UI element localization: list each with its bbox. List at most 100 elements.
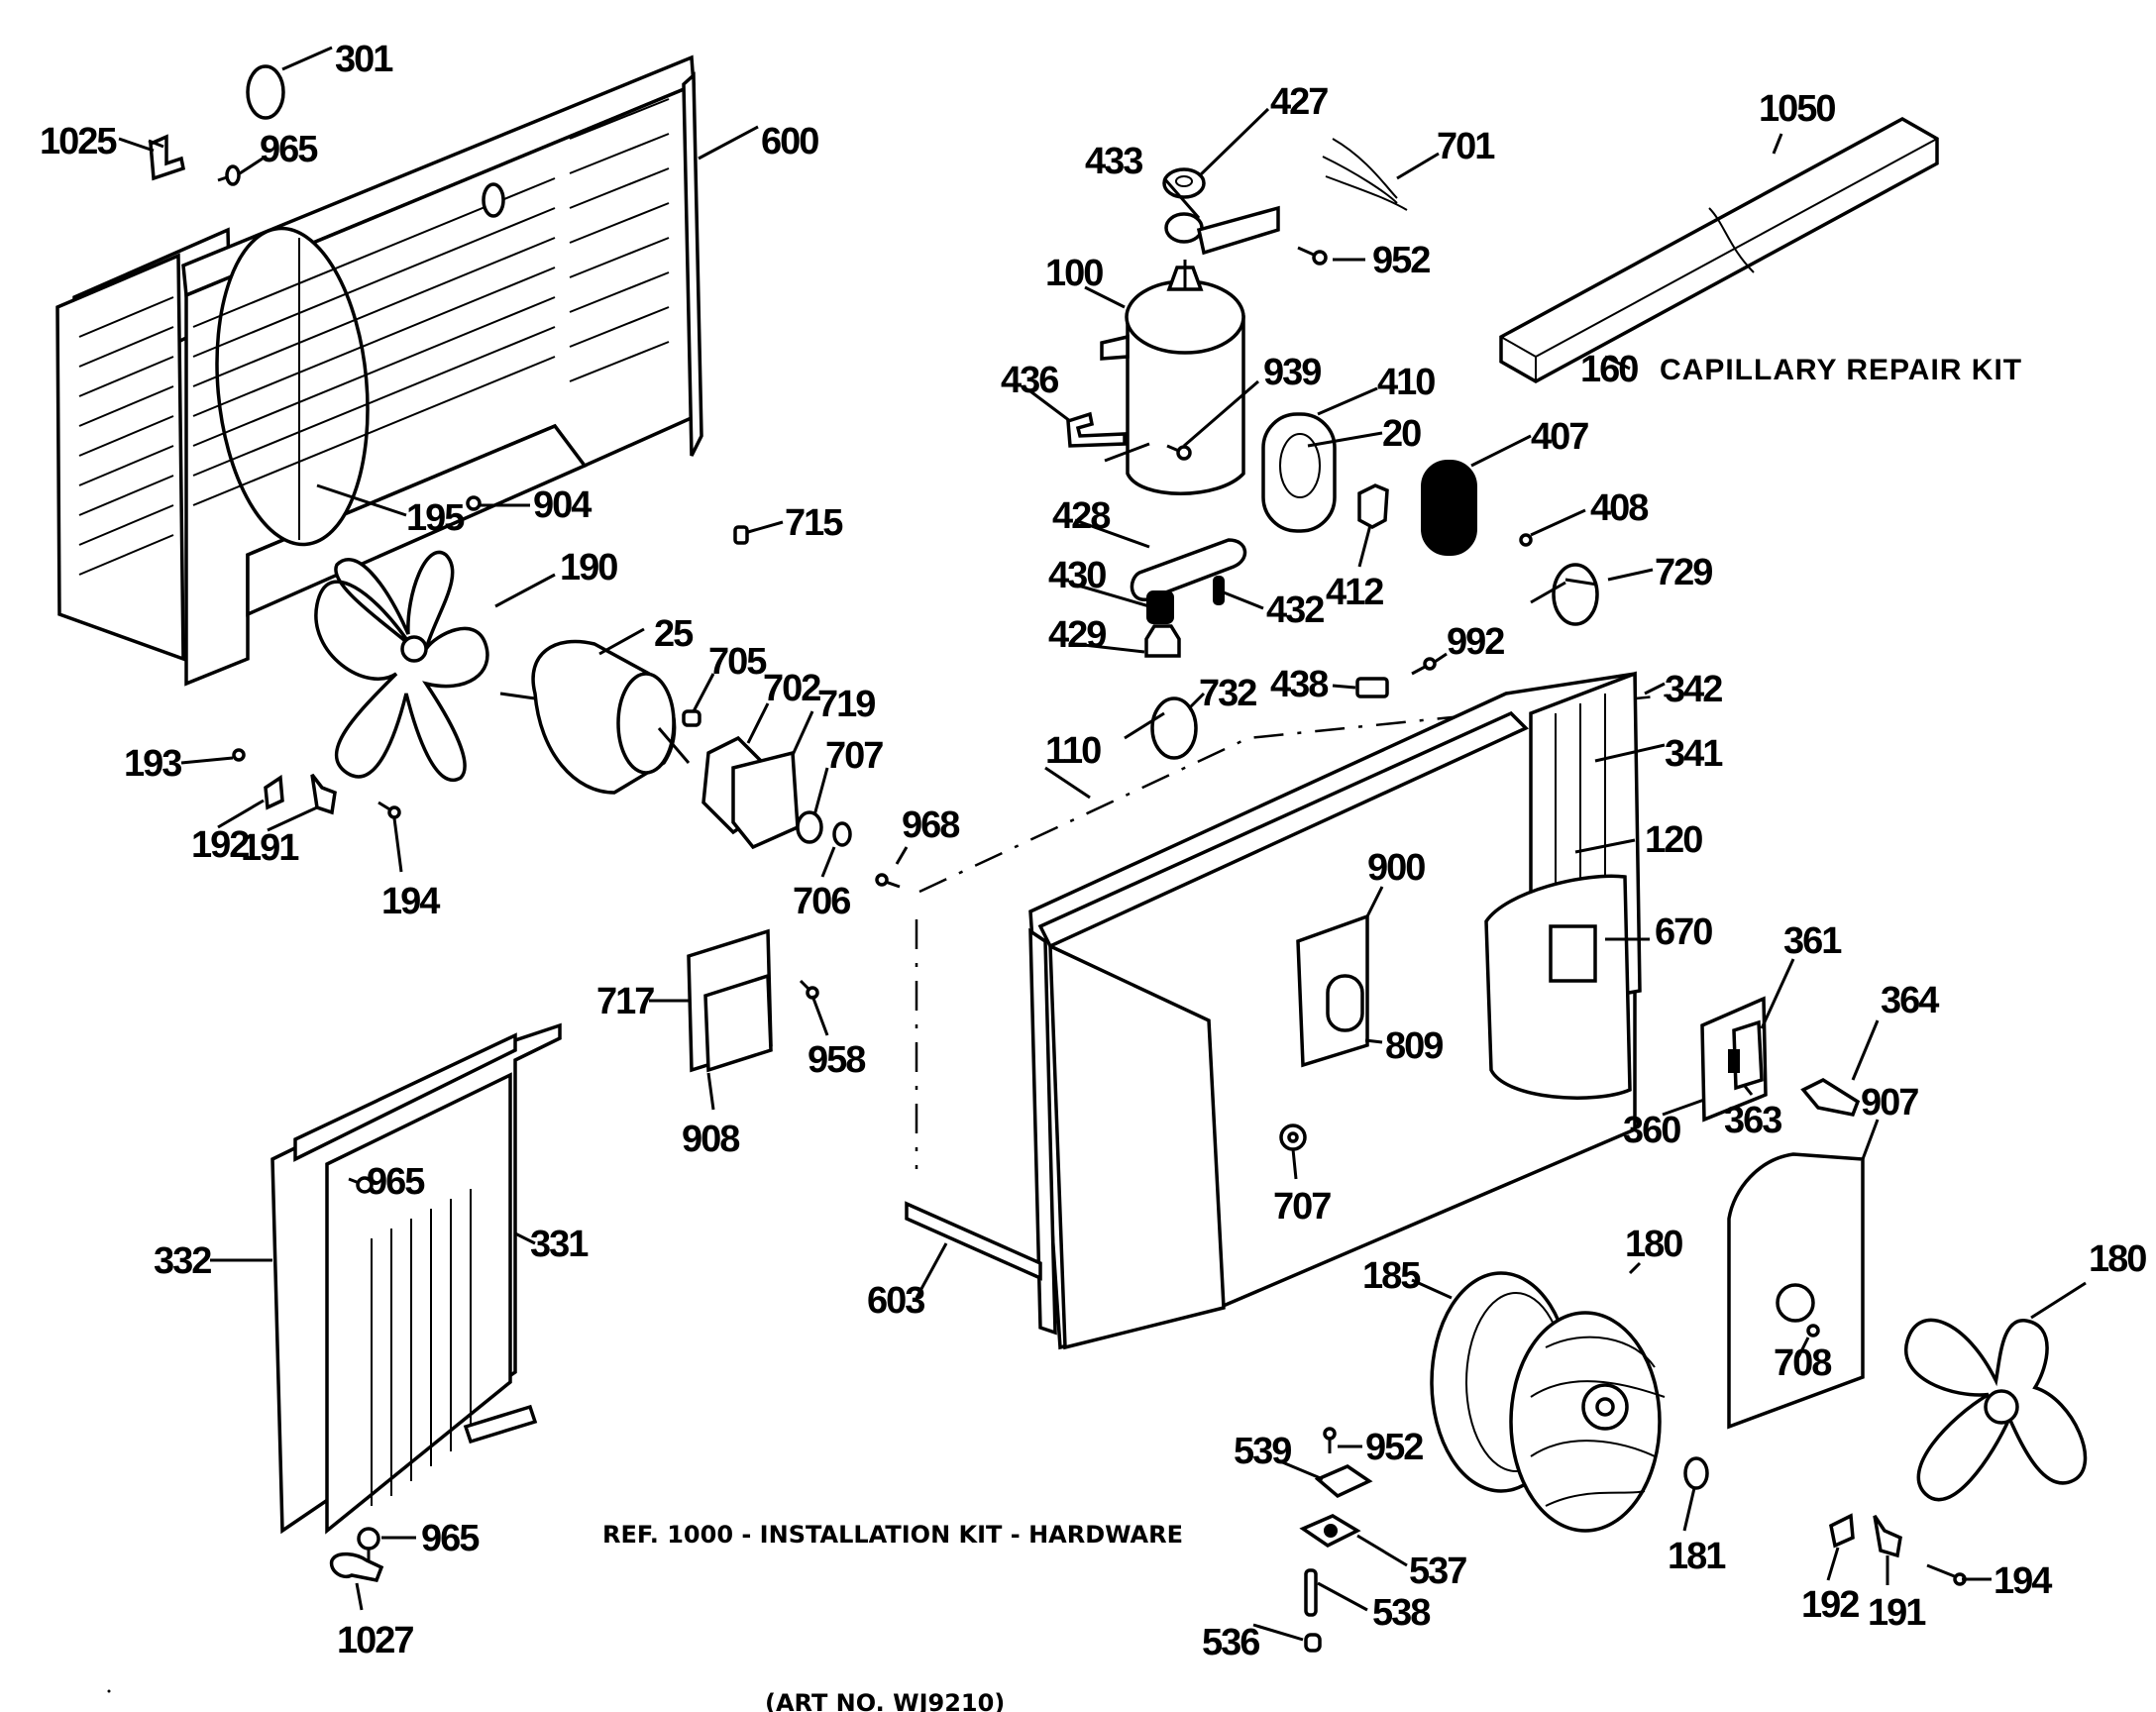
tie-729 [1530, 563, 1599, 626]
callout: 190 [560, 547, 617, 588]
nut-706 [832, 821, 852, 847]
washer-707 [796, 810, 823, 844]
callout: 965 [260, 129, 318, 170]
bracket-1025 [149, 134, 186, 181]
callout: 809 [1385, 1025, 1443, 1067]
callout: 537 [1409, 1551, 1466, 1592]
callout: 332 [154, 1240, 211, 1282]
tie-732 [1124, 696, 1198, 760]
clip-1027 [329, 1552, 384, 1583]
callout: 438 [1270, 664, 1328, 705]
bracket-192 [264, 774, 284, 810]
washer-904 [466, 495, 482, 511]
installation-kit-note: REF. 1000 - INSTALLATION KIT - HARDWARE [602, 1521, 1183, 1549]
grille-670 [1549, 924, 1597, 983]
callout: 195 [406, 497, 465, 539]
fan-motor-25 [499, 639, 691, 795]
callout: 732 [1199, 673, 1256, 714]
art-number: (ART NO. WJ9210) [765, 1689, 1005, 1712]
bracket-428 [1130, 538, 1247, 601]
callout: 120 [1645, 819, 1702, 861]
screw-952-top [1297, 246, 1328, 266]
screw-965-mid [348, 1176, 374, 1194]
callout: 907 [1861, 1082, 1918, 1124]
clip-715 [733, 525, 749, 545]
callout: 100 [1045, 253, 1103, 294]
callout: 1027 [337, 1620, 413, 1661]
relay-363 [1728, 1049, 1740, 1073]
callout: 708 [1774, 1342, 1831, 1384]
callout: 342 [1665, 669, 1722, 710]
callout: 706 [793, 881, 850, 922]
callout: 701 [1437, 126, 1495, 167]
screw-965-top [217, 164, 241, 186]
callout: 25 [654, 613, 694, 655]
callout: 603 [867, 1280, 924, 1322]
bolt-538 [1304, 1568, 1318, 1617]
plate-539 [1314, 1464, 1373, 1499]
callout: 432 [1266, 589, 1324, 631]
plate-537-hole [1324, 1524, 1338, 1538]
callout: 705 [708, 641, 767, 683]
screw-968 [875, 873, 901, 889]
callout: 364 [1881, 980, 1939, 1021]
callout: 428 [1052, 495, 1110, 537]
spring-430 [1146, 590, 1174, 624]
screw-939 [1166, 444, 1192, 461]
callout: 192 [191, 824, 249, 866]
side-panel-331-332 [270, 1022, 562, 1535]
callout: 1025 [40, 121, 117, 162]
callout: 958 [808, 1039, 865, 1081]
screw-992 [1411, 657, 1437, 676]
callout: 939 [1263, 352, 1321, 393]
mount-702-719 [701, 735, 800, 850]
callout: 729 [1655, 552, 1712, 593]
callout: 412 [1326, 572, 1383, 613]
callout: 992 [1447, 621, 1504, 663]
compressor-100 [1100, 260, 1245, 495]
callout: 900 [1367, 847, 1425, 889]
bracket-191-right [1873, 1515, 1902, 1558]
capillary-kit-text: CAPILLARY REPAIR KIT [1660, 354, 2022, 386]
callout: 965 [367, 1161, 425, 1203]
callout: 429 [1048, 614, 1106, 656]
terminal-364 [1800, 1077, 1861, 1118]
chassis-110 [905, 671, 1685, 1350]
callout: 331 [530, 1224, 589, 1265]
bracket-809 [1326, 974, 1364, 1032]
callout: 952 [1372, 240, 1430, 281]
fan-blade-190 [314, 550, 489, 782]
callout: 965 [421, 1518, 480, 1559]
blower-wheel-180 [1509, 1311, 1666, 1533]
callout: 191 [1868, 1592, 1926, 1634]
fan-180-right [1903, 1318, 2088, 1502]
callout: 717 [596, 981, 654, 1022]
leader-lines [118, 46, 2087, 1642]
callout: 904 [533, 484, 592, 526]
clip-438 [1355, 677, 1389, 698]
callout: 670 [1655, 911, 1712, 953]
callout: 407 [1531, 416, 1588, 458]
callout: 191 [241, 827, 299, 869]
clip-193 [232, 748, 246, 762]
wire-harness-701 [1322, 138, 1408, 211]
outer-case-600 [55, 54, 703, 687]
grommet-429 [1144, 624, 1181, 658]
callout: 194 [381, 881, 440, 922]
screw-194 [377, 801, 401, 819]
bracket-191 [310, 773, 337, 815]
callout: 360 [1623, 1110, 1680, 1151]
callout: 408 [1590, 487, 1648, 529]
callout: 539 [1234, 1431, 1291, 1472]
callout: 908 [682, 1119, 739, 1160]
callout: 193 [124, 743, 181, 785]
callout: 192 [1801, 1584, 1859, 1626]
callout: 707 [1273, 1186, 1331, 1228]
callout: 427 [1270, 81, 1328, 123]
callout: 536 [1202, 1622, 1259, 1663]
screw-952-lower [1323, 1427, 1337, 1453]
capillary-kit-label: 160 CAPILLARY REPAIR KIT [1580, 349, 2022, 390]
cover-410 [1261, 412, 1337, 533]
callout: 180 [1625, 1224, 1682, 1265]
